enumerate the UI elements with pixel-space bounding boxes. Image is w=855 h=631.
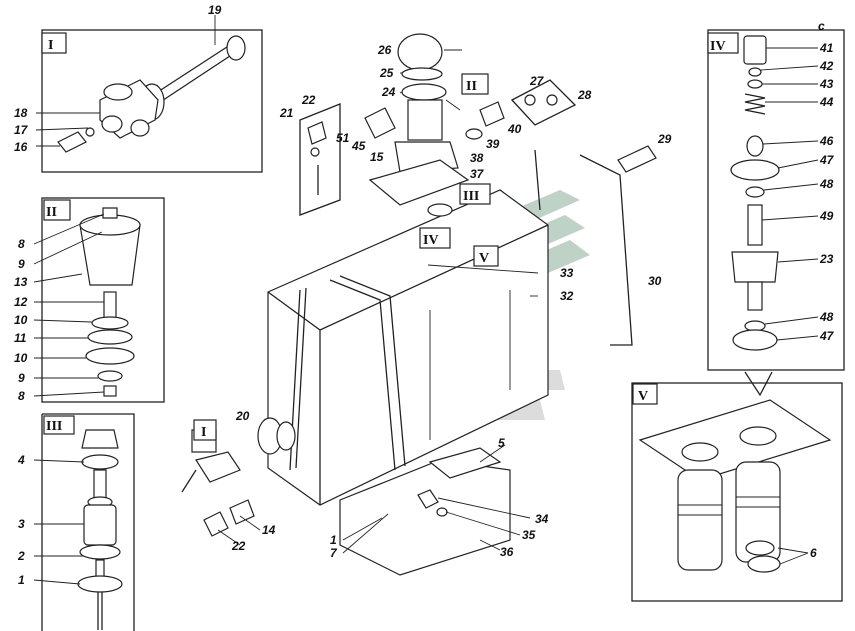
callout: 22: [231, 539, 246, 553]
callout: 32: [560, 289, 574, 303]
callout: 5: [498, 436, 505, 450]
leader-lines: [33, 15, 819, 585]
callout: 12: [14, 295, 28, 309]
callout: 9: [18, 257, 25, 271]
callout: 6: [810, 546, 817, 560]
callout: 28: [577, 88, 592, 102]
callout: 37: [470, 167, 485, 181]
callout: 39: [486, 137, 500, 151]
callout: 48: [819, 310, 834, 324]
callout: 49: [819, 209, 834, 223]
callout: 14: [262, 523, 276, 537]
panel-II: [41, 197, 165, 403]
callout: 8: [18, 237, 25, 251]
marker-II-box: [461, 73, 489, 95]
callout: 21: [279, 106, 294, 120]
callout: 16: [14, 140, 28, 154]
callout: 22: [301, 93, 316, 107]
panel-IV-badge: [707, 32, 739, 54]
marker-label: IV: [423, 233, 439, 248]
callout: 46: [819, 134, 834, 148]
callout: 23: [819, 252, 834, 266]
callout: 17: [14, 123, 29, 137]
callout: 47: [819, 153, 835, 167]
callout: 1: [18, 573, 25, 587]
filler-assembly: [368, 33, 470, 206]
callout: 10: [14, 351, 28, 365]
panel-III-badge: [43, 415, 75, 435]
callout: 10: [14, 313, 28, 327]
callout: 45: [351, 139, 366, 153]
panel-I-frame: [41, 29, 263, 173]
panel-IV: [707, 29, 845, 371]
callout: 15: [370, 150, 384, 164]
panel-II-frame: [41, 197, 165, 403]
panel-V: [631, 382, 843, 602]
callout: 20: [235, 409, 250, 423]
panel-II-label: II: [46, 205, 57, 220]
panel-IV-pointer: [744, 371, 773, 397]
panel-V-label: V: [638, 389, 648, 404]
callout: 38: [470, 151, 484, 165]
panel-III-label: III: [46, 419, 62, 434]
panel-I-label: I: [48, 38, 53, 53]
callout: 44: [819, 95, 834, 109]
marker-label: III: [463, 189, 479, 204]
callout: 42: [819, 59, 834, 73]
callout: 24: [381, 85, 396, 99]
callout: 47: [819, 329, 835, 343]
callout: 9: [18, 371, 25, 385]
marker-IV-box: [419, 227, 451, 249]
marker-label: II: [466, 79, 477, 94]
callout: 2: [17, 549, 25, 563]
panel-V-frame: [631, 382, 843, 602]
callout: 13: [14, 275, 28, 289]
callout: 40: [507, 122, 522, 136]
marker-V-box: [473, 245, 499, 267]
callout: 3: [18, 517, 25, 531]
marker-III-box: [459, 183, 491, 205]
callout: 35: [522, 528, 536, 542]
callout: 34: [535, 512, 549, 526]
callout: 30: [648, 274, 662, 288]
callout: 11: [14, 331, 27, 345]
callout: 51: [336, 131, 350, 145]
callout: 36: [500, 545, 514, 559]
callout: 4: [17, 453, 25, 467]
callout: 29: [657, 132, 672, 146]
callout: 33: [560, 266, 574, 280]
marker-label: V: [479, 251, 489, 266]
panel-I-badge: [41, 32, 67, 54]
panel-II-badge: [43, 199, 71, 221]
callout: 27: [529, 74, 545, 88]
callout: 41: [819, 41, 834, 55]
callout: 26: [377, 43, 392, 57]
callout: 18: [14, 106, 28, 120]
callout: 1: [330, 533, 337, 547]
callout: 19: [208, 3, 222, 17]
panel-III: [41, 413, 135, 631]
callout: 43: [819, 77, 834, 91]
marker-I-box: [193, 419, 217, 441]
callout: 48: [819, 177, 834, 191]
corner-mark: c: [818, 19, 825, 33]
panel-I: [41, 29, 263, 173]
callout: 25: [379, 66, 394, 80]
panel-IV-label: IV: [710, 39, 726, 54]
callout: 7: [330, 546, 338, 560]
marker-label: I: [201, 425, 206, 440]
panel-IV-frame: [707, 29, 845, 371]
panel-V-badge: [632, 383, 658, 405]
callout: 8: [18, 389, 25, 403]
